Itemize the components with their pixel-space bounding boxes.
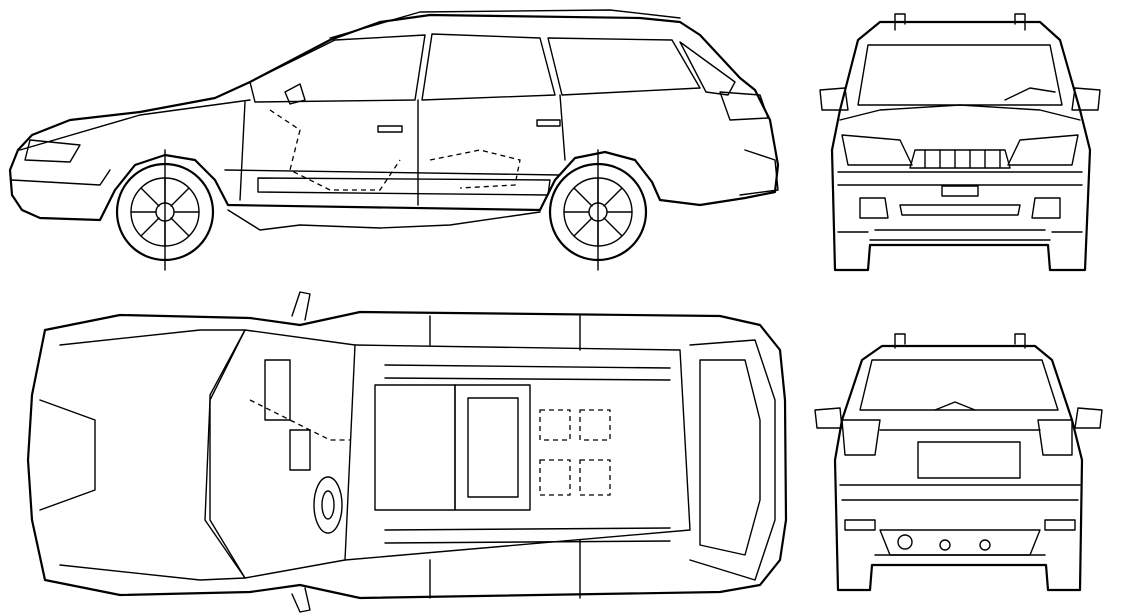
top-view <box>26 291 788 613</box>
front-view <box>819 13 1101 272</box>
rear-view <box>814 333 1103 592</box>
side-view <box>8 9 780 271</box>
rear-wheel <box>548 149 648 271</box>
front-wheel <box>115 149 215 271</box>
